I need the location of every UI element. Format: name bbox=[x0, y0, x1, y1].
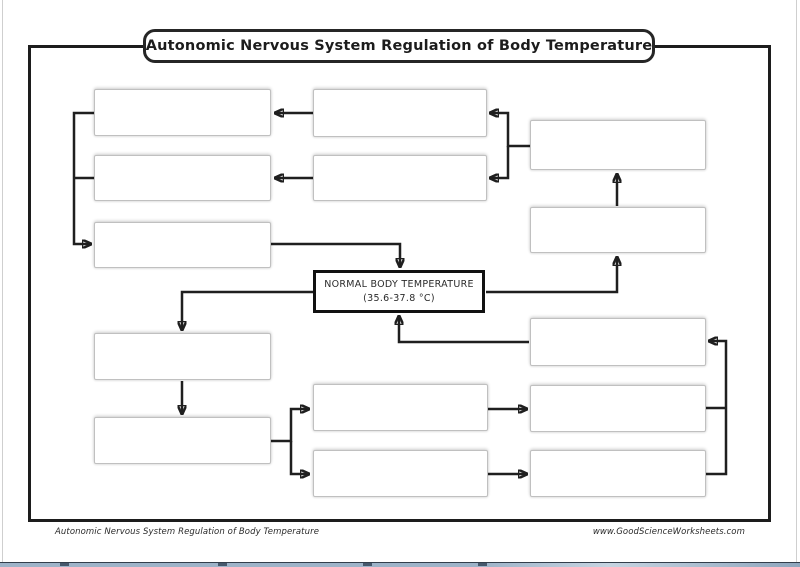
footer-worksheet-title: Autonomic Nervous System Regulation of B… bbox=[55, 527, 320, 537]
flow-box-bottom-right-2 bbox=[530, 385, 706, 432]
flow-box-top-middle-2 bbox=[313, 155, 487, 201]
connector-bottomleft2-to-bottommid2 bbox=[289, 441, 308, 474]
flow-box-bottom-left-2 bbox=[94, 417, 271, 464]
strip-tick bbox=[363, 563, 372, 566]
flow-box-bottom-middle-2 bbox=[313, 450, 488, 497]
flow-box-bottom-middle-1 bbox=[313, 384, 488, 431]
strip-tick bbox=[60, 563, 69, 566]
strip-tick bbox=[218, 563, 227, 566]
strip-tick bbox=[478, 563, 487, 566]
flow-box-bottom-right-3 bbox=[530, 450, 706, 497]
connector-lefttop3-to-center bbox=[270, 242, 400, 266]
page-edge-right bbox=[796, 0, 797, 563]
flow-box-top-right-1 bbox=[530, 120, 706, 170]
flow-box-top-right-2 bbox=[530, 207, 706, 253]
page-edge-left bbox=[2, 0, 3, 563]
center-box-line1: NORMAL BODY TEMPERATURE bbox=[324, 278, 474, 290]
flow-box-top-left-2 bbox=[94, 155, 271, 201]
connector-bottomright1-to-center bbox=[399, 317, 529, 344]
flow-box-top-middle-1 bbox=[313, 89, 487, 137]
footer-website-url: www.GoodScienceWorksheets.com bbox=[592, 527, 745, 537]
bottom-window-strip bbox=[0, 562, 800, 567]
flow-box-bottom-left-1 bbox=[94, 333, 271, 380]
connector-topright1-to-midtop2 bbox=[491, 146, 510, 178]
flow-box-top-left-1 bbox=[94, 89, 271, 136]
center-box-line2: (35.6-37.8 °C) bbox=[363, 292, 435, 304]
connector-center-to-topright2 bbox=[486, 258, 617, 294]
connector-bottomleft2-to-bottommid1 bbox=[271, 409, 308, 443]
connector-topright1-to-midtop1 bbox=[491, 113, 530, 148]
page-title-text: Autonomic Nervous System Regulation of B… bbox=[145, 38, 653, 54]
normal-body-temperature-box: NORMAL BODY TEMPERATURE (35.6-37.8 °C) bbox=[313, 270, 485, 313]
page-title: Autonomic Nervous System Regulation of B… bbox=[143, 29, 655, 63]
flow-box-top-left-3 bbox=[94, 222, 271, 268]
flow-box-bottom-right-1 bbox=[530, 318, 706, 366]
connector-center-to-bottomleft1 bbox=[182, 290, 314, 329]
